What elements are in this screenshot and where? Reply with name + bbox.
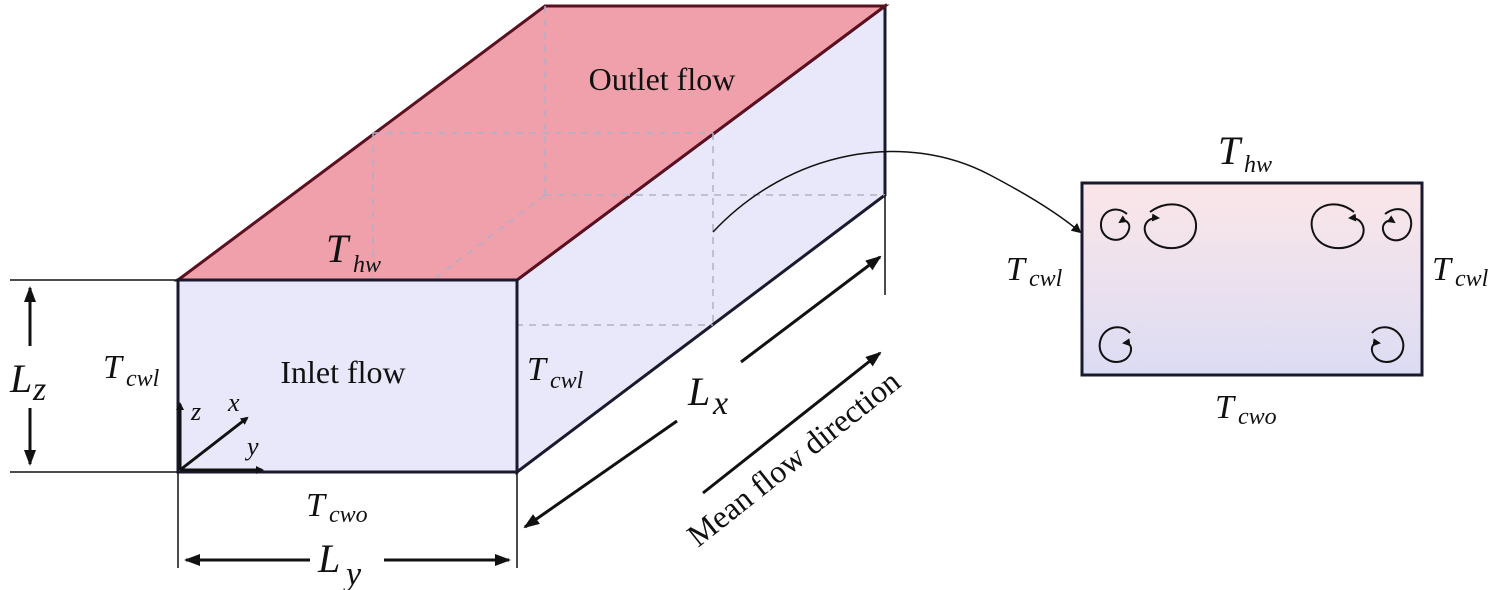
x-axis-arrow: [179, 416, 249, 472]
cross-t-cwl-right-label: T cwl: [1432, 251, 1489, 292]
coordinate-axes: [176, 402, 264, 474]
vortex-bottom-left-icon: [1098, 326, 1132, 363]
svg-text:T: T: [103, 349, 124, 386]
svg-text:T: T: [1218, 128, 1243, 173]
inlet-flow-label: Inlet flow: [280, 354, 405, 390]
svg-text:L: L: [687, 369, 710, 414]
duct-t-cwl-left-label: T cwl: [103, 349, 160, 392]
svg-text:y: y: [343, 556, 362, 590]
svg-text:T: T: [326, 226, 351, 271]
vortex-icons: [1098, 203, 1413, 363]
svg-text:cwl: cwl: [1455, 266, 1489, 292]
cross-t-cwo-label: T cwo: [1215, 389, 1277, 430]
svg-text:z: z: [32, 371, 46, 408]
vortex-bottom-right-icon: [1371, 326, 1405, 363]
svg-text:T: T: [1006, 251, 1027, 288]
lz-dimension: L z: [9, 279, 178, 473]
svg-text:L: L: [317, 536, 340, 581]
ly-dimension: L y: [177, 472, 518, 590]
z-axis-label: z: [190, 397, 201, 426]
mean-flow-direction: Mean flow direction: [680, 351, 907, 553]
outlet-flow-label: Outlet flow: [589, 61, 736, 97]
vortex-top-right-small-icon: [1382, 208, 1413, 242]
svg-text:hw: hw: [353, 252, 381, 278]
svg-text:T: T: [1432, 251, 1453, 288]
duct-3d: [173, 3, 890, 476]
svg-text:cwl: cwl: [1029, 266, 1063, 292]
x-axis-label: x: [227, 388, 240, 417]
vortex-top-right-large-icon: [1310, 203, 1365, 250]
y-axis-label: y: [244, 432, 259, 461]
svg-text:x: x: [712, 385, 728, 422]
cross-section-rect: [1080, 181, 1424, 377]
svg-text:T: T: [306, 487, 327, 524]
vortex-top-left-small-icon: [1099, 208, 1131, 241]
svg-text:cwl: cwl: [126, 366, 160, 392]
cross-t-cwl-left-label: T cwl: [1006, 251, 1063, 292]
svg-text:L: L: [9, 356, 32, 401]
duct-t-hw-label: T hw: [326, 226, 381, 278]
duct-t-cwo-label: T cwo: [306, 487, 368, 528]
svg-text:T: T: [1215, 389, 1236, 426]
cross-section-connector: [712, 150, 1082, 234]
duct-front-face: [176, 278, 519, 474]
cross-section: T hw T cwl T cwl T cwo: [1006, 128, 1489, 430]
svg-text:cwo: cwo: [329, 502, 368, 528]
svg-text:T: T: [527, 351, 548, 388]
vortex-top-left-large-icon: [1143, 203, 1198, 250]
svg-text:cwo: cwo: [1238, 404, 1277, 430]
lx-dimension: L x: [523, 195, 886, 529]
cross-t-hw-label: T hw: [1218, 128, 1272, 178]
svg-text:cwl: cwl: [550, 368, 584, 394]
svg-text:hw: hw: [1244, 152, 1272, 178]
duct-t-cwl-right-label: T cwl: [527, 351, 584, 394]
